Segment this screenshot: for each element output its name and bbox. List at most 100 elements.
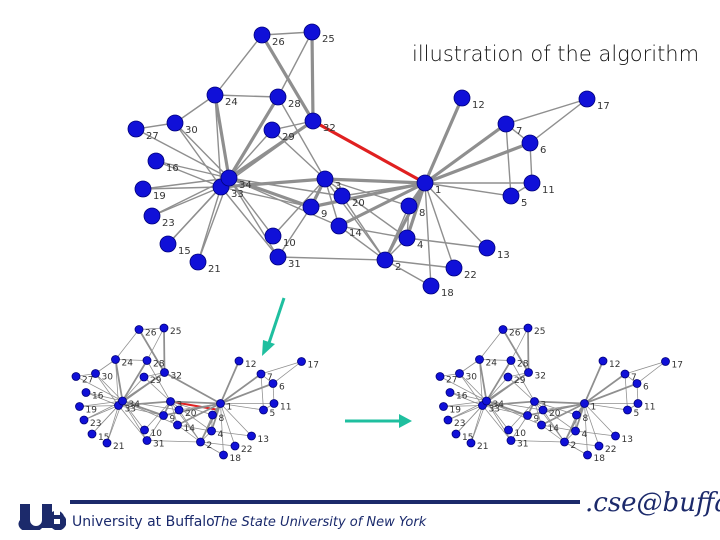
graph-edge bbox=[482, 405, 512, 441]
graph-node-18 bbox=[422, 277, 440, 295]
graph-node-22 bbox=[445, 259, 463, 277]
graph-edge bbox=[228, 129, 273, 179]
graph-edge bbox=[383, 181, 427, 262]
graph-node-32 bbox=[160, 368, 169, 377]
graph-edge bbox=[75, 376, 123, 402]
graph-edge bbox=[143, 376, 171, 402]
graph-node-3 bbox=[530, 397, 539, 406]
graph-node-label-32: 32 bbox=[171, 372, 182, 382]
graph-node-24 bbox=[206, 86, 224, 104]
graph-edge bbox=[324, 178, 410, 207]
graph-node-label-10: 10 bbox=[515, 429, 527, 439]
graph-node-label-30: 30 bbox=[466, 373, 478, 383]
graph-node-label-23: 23 bbox=[454, 419, 465, 429]
graph-edge bbox=[122, 400, 145, 431]
graph-node-9 bbox=[302, 198, 320, 216]
graph-edge bbox=[95, 373, 123, 402]
graph-node-25 bbox=[523, 323, 533, 333]
graph-node-label-19: 19 bbox=[153, 191, 166, 202]
graph-node-29 bbox=[139, 372, 149, 382]
graph-node-label-31: 31 bbox=[288, 259, 301, 270]
graph-node-8 bbox=[572, 410, 581, 420]
graph-node-label-22: 22 bbox=[241, 445, 252, 455]
graph-edge bbox=[534, 401, 577, 416]
graph-edge bbox=[220, 403, 224, 456]
graph-edge bbox=[505, 98, 588, 125]
graph-node-label-10: 10 bbox=[283, 238, 296, 249]
graph-edge bbox=[146, 440, 201, 443]
graph-node-1 bbox=[580, 399, 589, 408]
graph-node-24 bbox=[111, 355, 120, 364]
graph-node-28 bbox=[506, 356, 516, 365]
graph-edge bbox=[227, 95, 280, 180]
graph-edge bbox=[584, 403, 628, 411]
graph-edge bbox=[199, 402, 222, 443]
graph-node-label-34: 34 bbox=[239, 180, 252, 191]
graph-node-10 bbox=[264, 227, 282, 245]
graph-edge bbox=[486, 400, 542, 426]
graph-edge bbox=[423, 96, 464, 185]
graph-edge bbox=[272, 178, 326, 237]
graph-edge bbox=[200, 441, 224, 456]
graph-node-label-24: 24 bbox=[486, 359, 498, 369]
graph-node-label-7: 7 bbox=[631, 373, 637, 383]
graph-node-label-31: 31 bbox=[517, 440, 528, 450]
graph-edge bbox=[85, 392, 123, 402]
graph-edge bbox=[584, 403, 588, 456]
graph-node-label-2: 2 bbox=[571, 441, 577, 451]
graph-edge bbox=[213, 93, 231, 180]
graph-node-label-22: 22 bbox=[464, 270, 477, 281]
footer-rule bbox=[70, 500, 580, 504]
graph-node-label-1: 1 bbox=[591, 403, 597, 413]
graph-edge bbox=[220, 403, 236, 447]
graph-node-18 bbox=[219, 450, 228, 460]
graph-node-5 bbox=[623, 405, 632, 415]
graph-node-label-30: 30 bbox=[185, 125, 198, 136]
graph-edge bbox=[79, 400, 123, 407]
graph-node-label-26: 26 bbox=[272, 37, 285, 48]
graph-node-6 bbox=[268, 379, 278, 388]
graph-node-10 bbox=[504, 425, 513, 435]
graph-edge bbox=[200, 414, 213, 443]
graph-edge bbox=[424, 182, 432, 287]
graph-edge bbox=[529, 98, 588, 144]
graph-edge bbox=[122, 400, 178, 426]
graph-node-22 bbox=[230, 441, 240, 451]
graph-edge bbox=[115, 359, 148, 361]
graph-edge bbox=[178, 403, 221, 411]
graph-node-label-3: 3 bbox=[335, 181, 341, 192]
graph-node-13 bbox=[478, 239, 496, 257]
graph-edge bbox=[197, 186, 222, 263]
graph-edge bbox=[155, 160, 230, 179]
graph-node-label-12: 12 bbox=[245, 360, 256, 370]
graph-node-label-7: 7 bbox=[516, 126, 522, 137]
graph-edge bbox=[485, 359, 512, 402]
graph-node-17 bbox=[578, 90, 596, 108]
graph-edge bbox=[443, 405, 483, 407]
graph-edge bbox=[151, 186, 222, 217]
graph-node-label-27: 27 bbox=[82, 376, 93, 386]
graph-node-label-2: 2 bbox=[395, 262, 401, 273]
graph-edge bbox=[219, 360, 240, 405]
graph-edge bbox=[486, 400, 544, 411]
graph-edge bbox=[564, 441, 588, 456]
graph-edge bbox=[583, 382, 638, 405]
graph-node-11 bbox=[633, 399, 643, 408]
graph-node-10 bbox=[140, 425, 149, 435]
graph-edge bbox=[177, 424, 201, 443]
graph-edge bbox=[423, 141, 532, 185]
graph-edge bbox=[121, 359, 148, 402]
graph-node-label-25: 25 bbox=[170, 327, 181, 337]
graph-edge bbox=[271, 129, 326, 180]
graph-edge bbox=[575, 430, 616, 437]
graph-edge bbox=[169, 400, 222, 405]
graph-node-32 bbox=[524, 368, 533, 377]
graph-edge bbox=[541, 424, 576, 432]
graph-node-19 bbox=[75, 402, 84, 411]
graph-edge bbox=[122, 400, 180, 411]
graph-node-label-13: 13 bbox=[497, 250, 510, 261]
graph-edge bbox=[228, 177, 274, 237]
graph-node-label-22: 22 bbox=[605, 445, 616, 455]
